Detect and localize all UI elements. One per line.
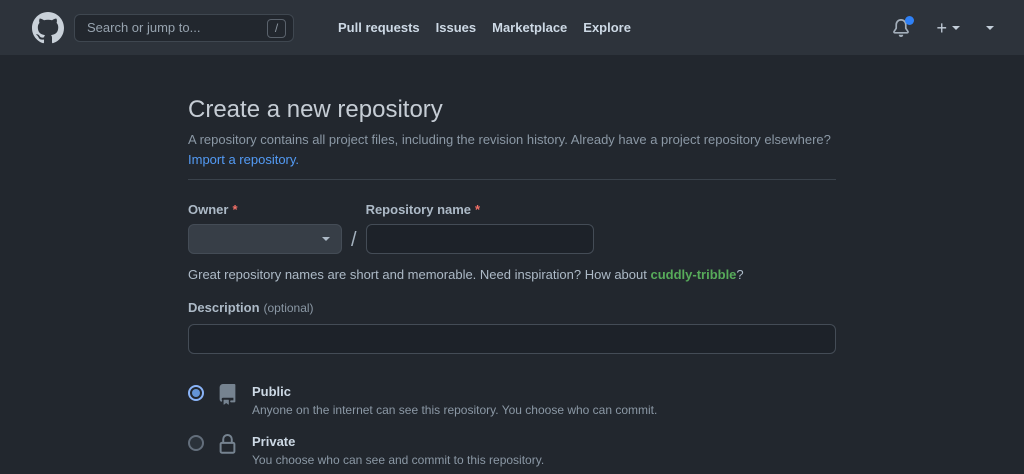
header-actions: +: [892, 15, 1008, 37]
nav-marketplace[interactable]: Marketplace: [492, 20, 568, 35]
name-suggestion-text: Great repository names are short and mem…: [188, 266, 836, 284]
private-radio[interactable]: [188, 435, 204, 451]
divider: [188, 179, 836, 180]
primary-nav: Pull requests Issues Marketplace Explore: [338, 20, 631, 35]
description-input[interactable]: [188, 324, 836, 354]
helper-prefix: Great repository names are short and mem…: [188, 267, 651, 282]
create-new-button[interactable]: +: [936, 19, 960, 37]
visibility-option-text: Private You choose who can see and commi…: [252, 434, 544, 468]
nav-pull-requests[interactable]: Pull requests: [338, 20, 420, 35]
repository-name-input[interactable]: [365, 224, 594, 254]
description-field: Description(optional): [188, 299, 836, 354]
lock-icon: [217, 434, 238, 455]
helper-suffix: ?: [736, 267, 744, 282]
notification-dot: [905, 15, 915, 25]
public-radio[interactable]: [188, 385, 204, 401]
repository-name-field: Repository name*: [365, 202, 594, 254]
notifications-button[interactable]: [892, 15, 915, 37]
visibility-option-text: Public Anyone on the internet can see th…: [252, 384, 657, 418]
visibility-option-public: Public Anyone on the internet can see th…: [188, 384, 836, 418]
required-asterisk: *: [475, 202, 481, 217]
owner-repo-separator: /: [351, 229, 357, 251]
import-repository-link[interactable]: Import a repository.: [188, 151, 300, 167]
github-logo-icon[interactable]: [32, 11, 64, 44]
search-shortcut-badge: /: [267, 18, 286, 38]
owner-label: Owner*: [188, 202, 238, 217]
repo-icon: [217, 384, 238, 405]
owner-select[interactable]: [188, 224, 342, 254]
public-description: Anyone on the internet can see this repo…: [252, 403, 658, 417]
chevron-down-icon: [952, 25, 960, 30]
page-title: Create a new repository: [188, 96, 443, 123]
main-content: Create a new repository A repository con…: [0, 55, 1024, 468]
plus-icon: +: [936, 17, 947, 38]
nav-explore[interactable]: Explore: [583, 20, 631, 35]
visibility-option-private: Private You choose who can see and commi…: [188, 434, 836, 468]
owner-field: Owner*: [188, 202, 342, 254]
required-asterisk: *: [232, 202, 238, 217]
suggested-name-link[interactable]: cuddly-tribble: [650, 267, 737, 282]
owner-repo-row: Owner* / Repository name*: [188, 202, 836, 254]
bell-icon: [892, 18, 910, 37]
chevron-down-icon: [322, 237, 330, 241]
chevron-down-icon: [986, 25, 994, 30]
search-box: /: [74, 13, 294, 42]
private-label: Private: [252, 434, 296, 449]
new-repository-form: Create a new repository A repository con…: [188, 55, 836, 468]
private-description: You choose who can see and commit to thi…: [252, 453, 545, 467]
optional-note: (optional): [263, 301, 314, 315]
description-label: Description(optional): [188, 300, 314, 315]
global-header: / Pull requests Issues Marketplace Explo…: [0, 0, 1024, 55]
nav-issues[interactable]: Issues: [435, 20, 477, 35]
page-subtitle: A repository contains all project files,…: [188, 132, 831, 147]
repository-name-label: Repository name*: [365, 202, 481, 217]
public-label: Public: [252, 384, 292, 399]
search-input[interactable]: [75, 20, 293, 35]
user-menu-button[interactable]: [986, 25, 994, 30]
visibility-options: Public Anyone on the internet can see th…: [188, 384, 836, 468]
